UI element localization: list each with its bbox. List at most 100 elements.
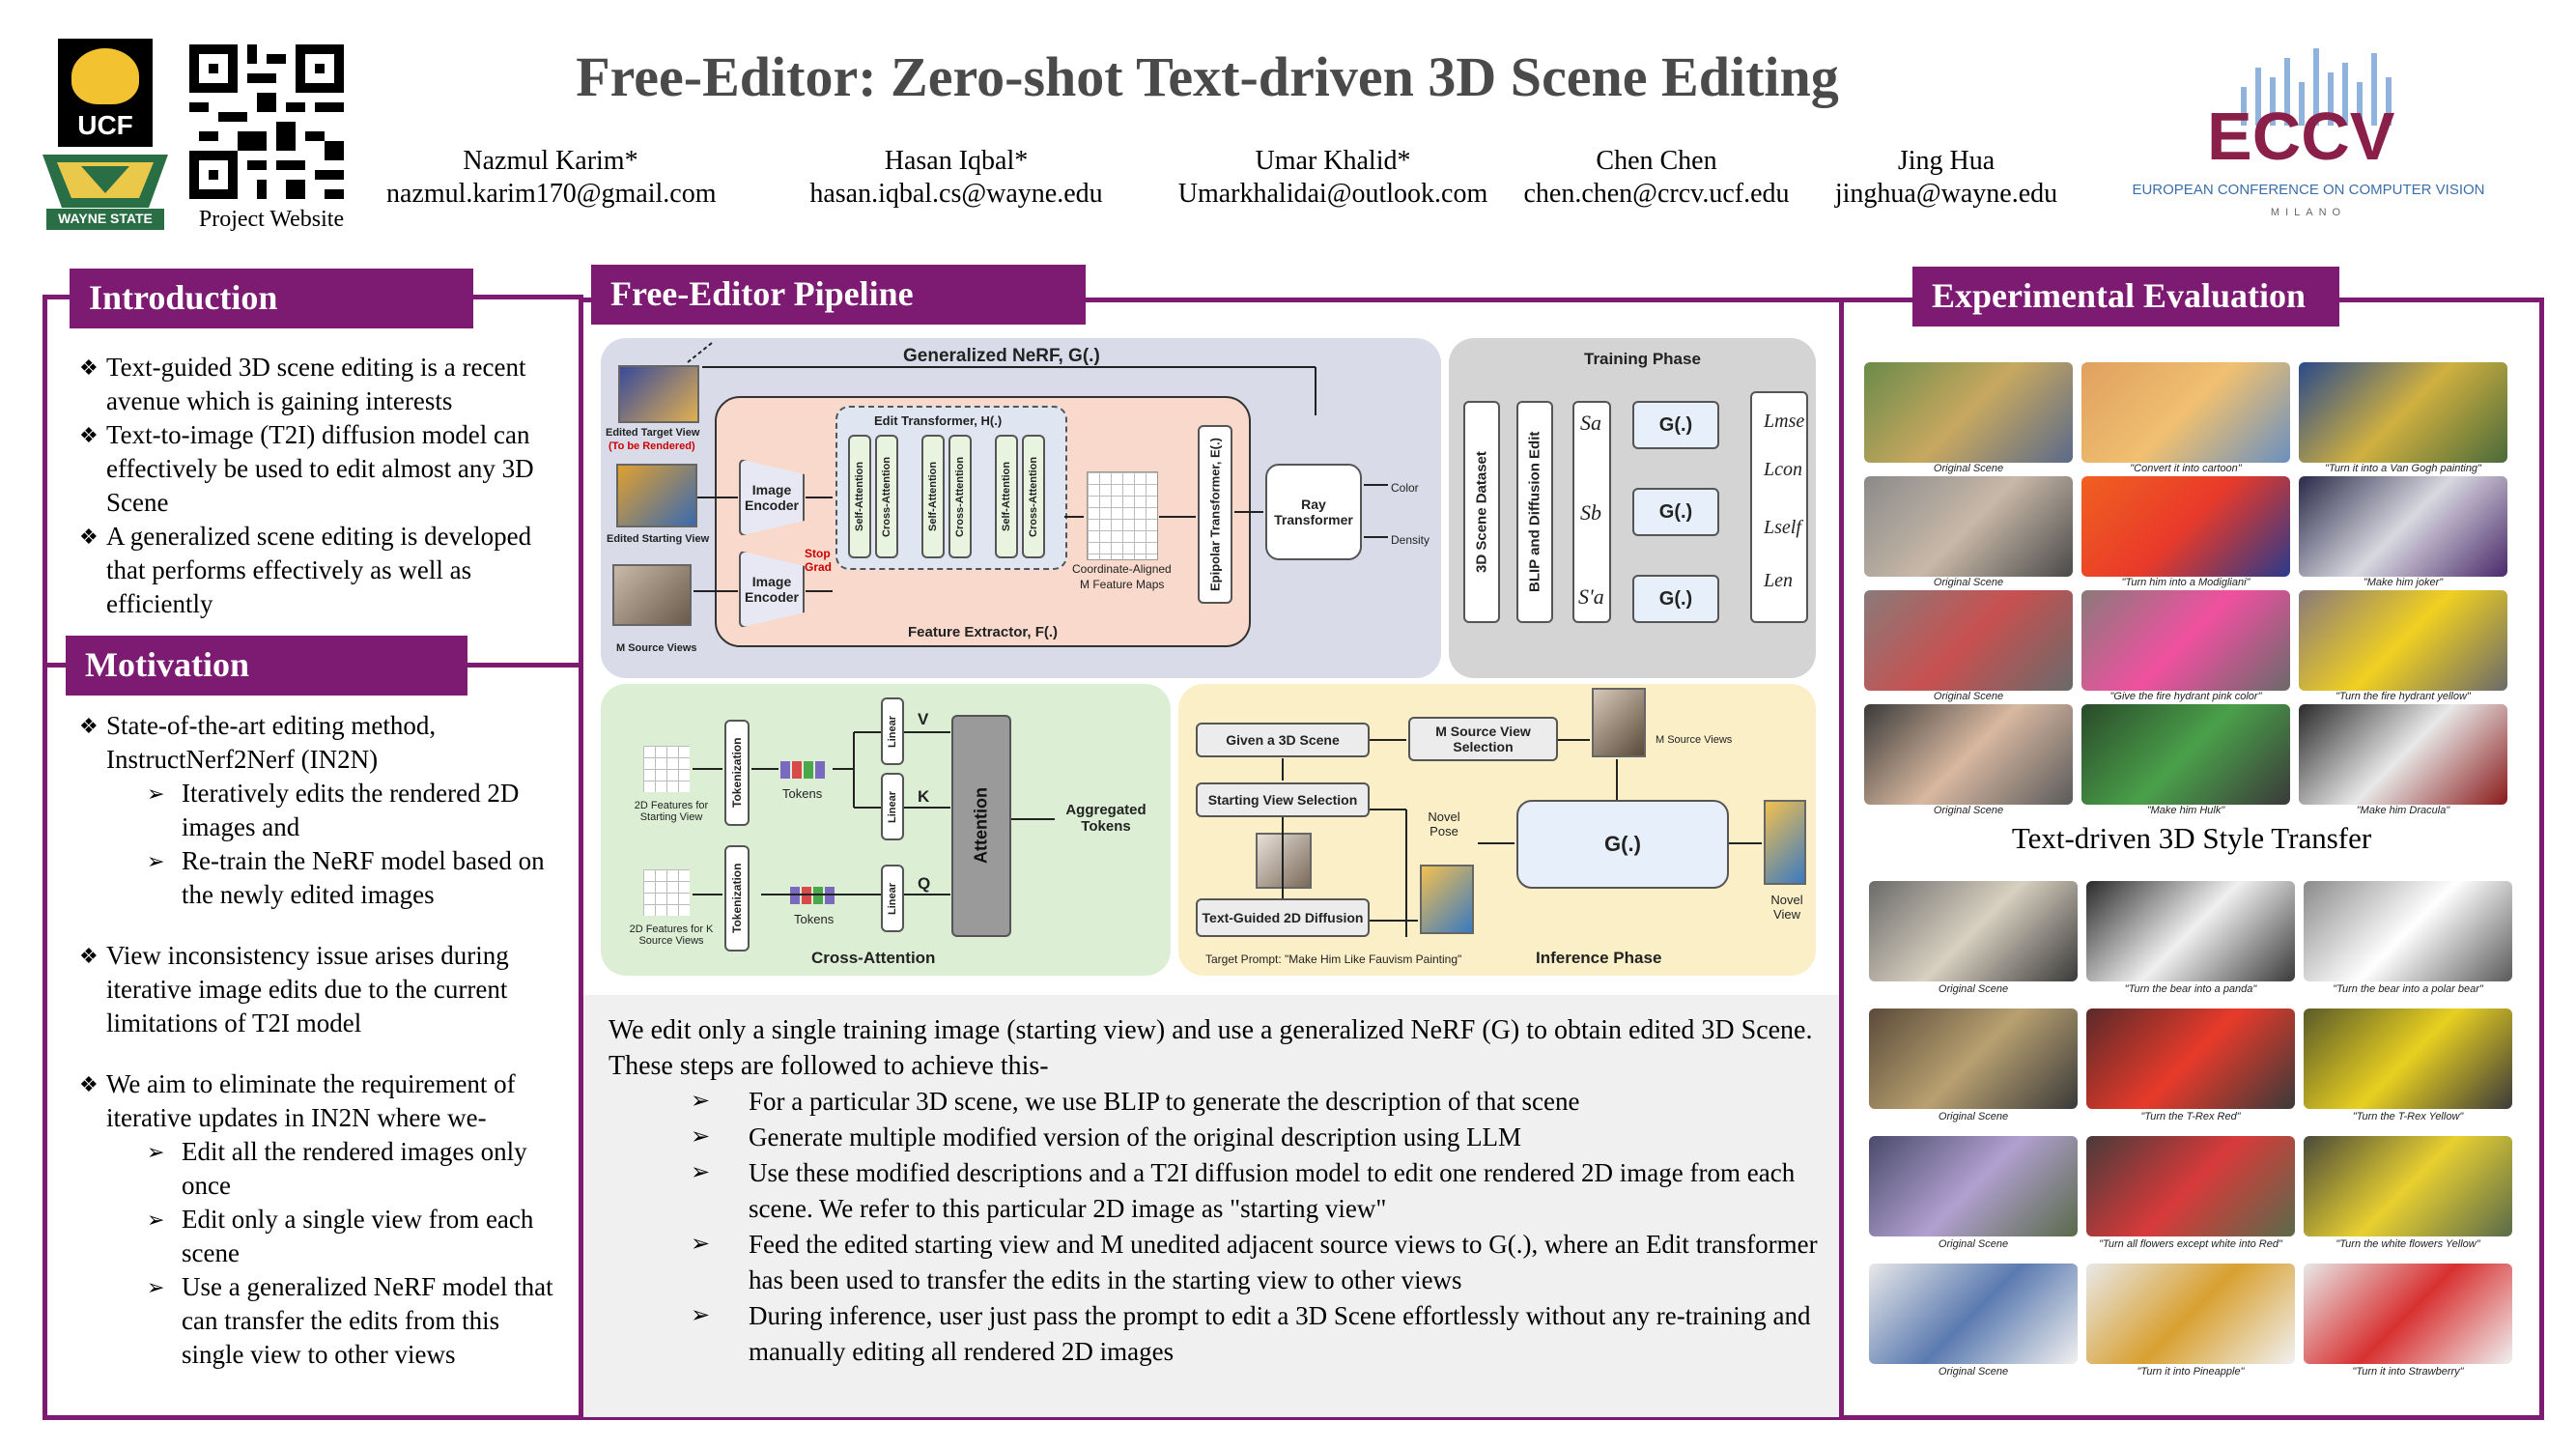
sa-prime-label: S'a xyxy=(1578,584,1604,609)
list-item: ❖State-of-the-art editing method, Instru… xyxy=(79,711,437,774)
result-caption: "Turn all flowers except white into Red" xyxy=(2099,1238,2282,1250)
result-image xyxy=(2086,1136,2295,1236)
pipeline-description: We edit only a single training image (st… xyxy=(609,1015,1813,1081)
pegasus-icon xyxy=(71,48,139,104)
pipeline-header: Free-Editor Pipeline xyxy=(591,265,1086,325)
start-features-label: 2D Features for Starting View xyxy=(634,800,709,823)
result-image xyxy=(1864,476,2073,577)
list-item: ❖A generalized scene editing is develope… xyxy=(79,522,532,618)
novel-view-label: Novel View xyxy=(1770,893,1803,922)
qr-code[interactable] xyxy=(189,44,344,199)
author-3: Umar Khalid* Umarkhalidai@outlook.com xyxy=(1164,145,1502,211)
m-feature-maps-label: M Feature Maps xyxy=(1080,578,1165,591)
result-caption: "Turn the white flowers Yellow" xyxy=(2335,1238,2480,1250)
motivation-header: Motivation xyxy=(66,636,467,696)
result-image xyxy=(2304,1264,2512,1364)
author-name: Chen Chen xyxy=(1596,146,1717,176)
starting-view-selection-block: Starting View Selection xyxy=(1196,782,1370,817)
introduction-header: Introduction xyxy=(70,269,473,328)
list-item: ➢Use these modified descriptions and a T… xyxy=(609,1155,1835,1227)
editing-results-grid: Original Scene "Convert it into cartoon"… xyxy=(1864,362,2511,816)
arrow-bullet-icon: ➢ xyxy=(147,1140,165,1164)
result-image xyxy=(1864,704,2073,805)
result-caption: Original Scene xyxy=(1933,577,2004,588)
edited-starting-view-image xyxy=(616,464,697,527)
author-name: Jing Hua xyxy=(1897,146,1996,176)
color-output-label: Color xyxy=(1391,481,1419,495)
result-image xyxy=(2304,1009,2512,1109)
edited-starting-thumb xyxy=(1420,865,1474,934)
style-transfer-title: Text-driven 3D Style Transfer xyxy=(2011,821,2372,855)
list-item: ➢Edit all the rendered images only once xyxy=(147,1137,527,1200)
eccv-logo-text: ECCV xyxy=(2207,99,2395,164)
list-item: ➢Iteratively edits the rendered 2D image… xyxy=(147,779,520,841)
list-item: ➢Edit only a single view from each scene xyxy=(147,1205,534,1267)
inference-arrows xyxy=(1282,739,1762,937)
author-4: Chen Chen chen.chen@crcv.ucf.edu xyxy=(1512,145,1801,211)
list-item: ➢Generate multiple modified version of t… xyxy=(609,1120,1835,1155)
m-source-views-label: M Source Views xyxy=(616,642,697,654)
tokens-label-1: Tokens xyxy=(782,786,823,801)
result-image xyxy=(2086,881,2295,981)
result-caption: "Make him Hulk" xyxy=(2146,805,2225,816)
feature-maps-grid xyxy=(1087,471,1158,560)
start-features-grid xyxy=(643,746,690,792)
list-item: ➢Feed the edited starting view and M une… xyxy=(609,1227,1835,1298)
sb-label: Sb xyxy=(1580,500,1601,525)
g-block-3: G(.) xyxy=(1632,575,1719,623)
eccv-subtitle: EUROPEAN CONFERENCE ON COMPUTER VISION xyxy=(2132,182,2485,198)
result-image xyxy=(2304,1136,2512,1236)
result-caption: "Make him Dracula" xyxy=(2356,805,2450,816)
stop-grad-label: Stop Grad xyxy=(805,547,833,574)
edited-target-label: Edited Target View xyxy=(606,427,700,439)
result-caption: "Turn the T-Rex Red" xyxy=(2140,1111,2241,1122)
list-item: ➢Use a generalized NeRF model that can t… xyxy=(147,1272,553,1369)
diamond-bullet-icon: ❖ xyxy=(79,714,99,738)
result-image xyxy=(2081,590,2290,691)
m-source-selection-block: M Source View Selection xyxy=(1408,717,1558,761)
result-image xyxy=(1864,362,2073,463)
result-caption: "Turn the T-Rex Yellow" xyxy=(2352,1111,2464,1122)
result-image xyxy=(2299,476,2507,577)
left-panel xyxy=(42,295,583,1420)
k-features-label: 2D Features for K Source Views xyxy=(629,923,714,947)
author-email: jinghua@wayne.edu xyxy=(1834,179,2058,209)
result-caption: "Convert it into cartoon" xyxy=(2130,463,2242,474)
arrow-bullet-icon: ➢ xyxy=(147,1275,165,1299)
result-image xyxy=(2304,881,2512,981)
list-item: ❖Text-guided 3D scene editing is a recen… xyxy=(79,353,526,415)
arrow-bullet-icon: ➢ xyxy=(147,781,165,806)
ucf-logo-label: UCF xyxy=(77,110,133,140)
k-label: K xyxy=(918,787,930,806)
generalized-nerf-label: Generalized NeRF, G(.) xyxy=(903,346,1100,366)
scene-sets-block xyxy=(1572,401,1611,623)
result-caption: "Turn it into Pineapple" xyxy=(2137,1366,2245,1378)
list-item: ➢For a particular 3D scene, we use BLIP … xyxy=(609,1084,1835,1120)
list-item: ➢Re-train the NeRF model based on the ne… xyxy=(147,846,545,909)
result-caption: Original Scene xyxy=(1938,1366,2009,1378)
diamond-bullet-icon: ❖ xyxy=(79,944,99,968)
result-image xyxy=(2086,1009,2295,1109)
result-image xyxy=(1869,881,2078,981)
result-image xyxy=(2299,590,2507,691)
pipeline-steps: ➢For a particular 3D scene, we use BLIP … xyxy=(609,1084,1835,1370)
result-image xyxy=(2081,704,2290,805)
result-image xyxy=(1864,590,2073,691)
list-item: ❖We aim to eliminate the requirement of … xyxy=(79,1069,516,1132)
m-source-views-inference-label: M Source Views xyxy=(1656,734,1733,746)
losses-block xyxy=(1750,391,1808,623)
arrow-bullet-icon: ➢ xyxy=(691,1232,711,1257)
author-email: nazmul.karim170@gmail.com xyxy=(386,179,717,209)
novel-view-thumb xyxy=(1764,800,1806,885)
ray-transformer-block: Ray Transformer xyxy=(1265,464,1362,560)
result-image xyxy=(2086,1264,2295,1364)
arrow-bullet-icon: ➢ xyxy=(691,1160,711,1185)
arrow-bullet-icon: ➢ xyxy=(147,1208,165,1232)
to-be-rendered-label: (To be Rendered) xyxy=(609,440,695,452)
result-caption: "Make him joker" xyxy=(2363,577,2444,588)
edited-starting-label: Edited Starting View xyxy=(607,533,710,545)
result-caption: "Turn it into a Van Gogh painting" xyxy=(2325,463,2481,474)
g-block-1: G(.) xyxy=(1632,401,1719,449)
inference-phase-label: Inference Phase xyxy=(1536,949,1662,967)
pipeline-description-bg xyxy=(583,995,1839,1417)
